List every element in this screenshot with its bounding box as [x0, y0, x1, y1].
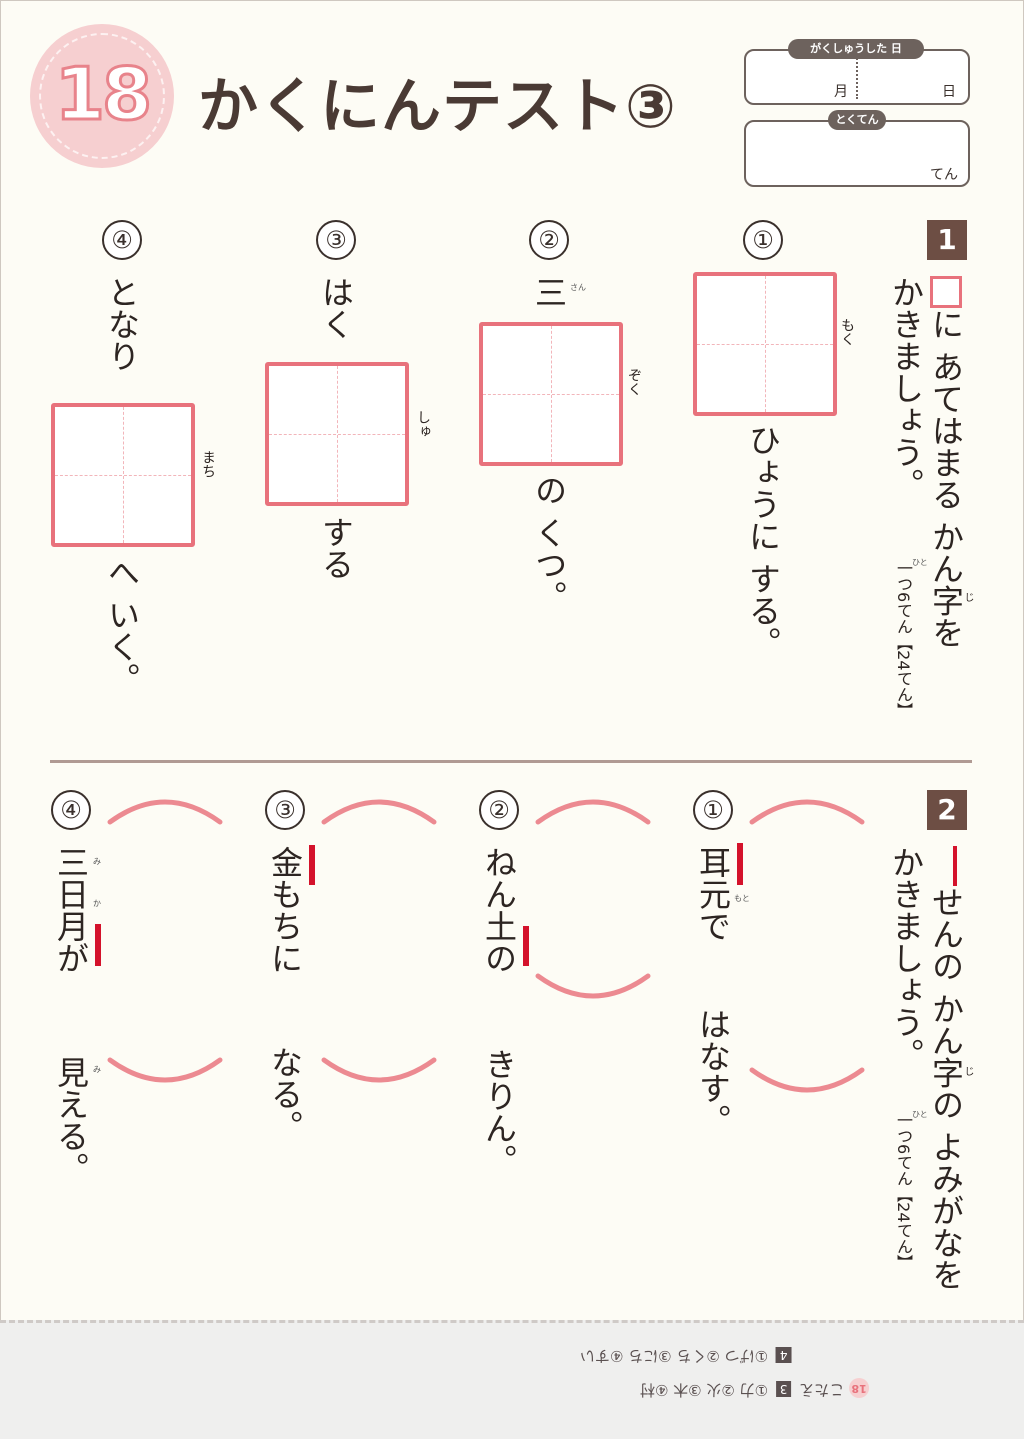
section-1-points: 一つ6てん【24てん】	[894, 560, 913, 719]
s2-q1-text-b: はなす。	[694, 1008, 732, 1136]
s1-q2-text-after: の くつ。	[530, 474, 568, 613]
s1-q1-answer-box[interactable]	[693, 272, 837, 416]
s2-q1-bracket-bottom	[749, 1067, 865, 1093]
footer-sec4-badge: 4	[775, 1347, 792, 1363]
footer-answers-row2: 4 ①げつ ②くち ③にち ④すい	[580, 1346, 795, 1367]
s2-q4-bracket-bottom	[107, 1057, 223, 1083]
answer-footer: 18 こたえ 3 ①力 ②火 ③木 ④村 4 ①げつ ②くち ③にち ④すい	[0, 1320, 1024, 1439]
s2-q3-bracket-top	[321, 799, 437, 825]
s2-q3-text-b: なる。	[266, 1046, 304, 1142]
s2-q2-bracket-bottom	[535, 973, 651, 999]
s2-q4-underline	[95, 924, 101, 966]
section-2-instruction-line2: かきましょう。	[887, 846, 925, 1070]
page-title: かくにんテスト③	[198, 72, 677, 142]
section-2-points-ruby: ひと	[912, 1110, 928, 1119]
s1-q2-before-ruby: さん	[570, 283, 586, 292]
section-2-instruction: せんの かん字の よみがなを	[927, 846, 965, 1290]
footer-sec3-answers: ①力 ②火 ③木 ④村	[640, 1381, 769, 1399]
date-divider	[856, 55, 858, 99]
s1-q1-ruby: もく	[839, 318, 855, 346]
s2-q4-label: ④	[51, 790, 91, 830]
lesson-number: 18	[53, 51, 153, 138]
s2-q2-text-b: きりん。	[480, 1048, 518, 1176]
s2-q2-underline	[523, 926, 529, 966]
badge-dash-ring	[39, 33, 165, 159]
s1-q4-ruby: まち	[200, 450, 216, 478]
s1-q3-ruby: しゅ	[415, 410, 431, 438]
s2-q4-text-a: 三日月が	[52, 846, 90, 974]
section-1-instruction-line2: かきましょう。	[887, 276, 925, 500]
s2-q3-bracket-bottom	[321, 1057, 437, 1083]
section-1-instruction-ruby: じ	[962, 592, 973, 602]
s2-q1-label: ①	[693, 790, 733, 830]
s1-q3-text-after: する	[317, 516, 355, 580]
study-date-box[interactable]: がくしゅうした 日 月 日	[744, 39, 970, 105]
footer-answers-row1: 18 こたえ 3 ①力 ②火 ③木 ④村	[640, 1378, 870, 1401]
s1-q4-text-before: となり	[103, 276, 141, 372]
footer-sec4-answers: ①げつ ②くち ③にち ④すい	[580, 1347, 769, 1365]
month-label: 月	[834, 84, 848, 100]
s2-q1-underline	[737, 843, 743, 885]
section-2-number: 2	[927, 790, 967, 830]
s2-q4-ruby-mi: み	[93, 857, 101, 866]
s1-q4-label: ④	[102, 220, 142, 260]
section-divider	[50, 760, 972, 763]
s2-q2-label: ②	[479, 790, 519, 830]
lesson-number-badge: 18	[30, 24, 174, 168]
s2-q1-text-a: 耳元で	[694, 846, 732, 942]
section-2-points: 一つ6てん【24てん】	[894, 1112, 913, 1271]
underline-symbol	[953, 846, 957, 886]
answer-box-symbol	[930, 276, 962, 308]
s2-q4-ruby-ka: か	[93, 899, 101, 908]
s2-q4-text-b: 見える。	[52, 1056, 90, 1184]
s2-q2-bracket-top	[535, 799, 651, 825]
s1-q2-text-before: 三	[530, 276, 568, 308]
s2-q4-ruby-b: み	[93, 1065, 101, 1074]
s1-q2-label: ②	[529, 220, 569, 260]
s2-q3-label: ③	[265, 790, 305, 830]
section-1-number: 1	[927, 220, 967, 260]
s1-q1-text-after: ひょうに する。	[744, 424, 782, 659]
s2-q4-bracket-top	[107, 799, 223, 825]
s2-q2-text-a: ねん土の	[480, 846, 518, 974]
footer-label: こたえ	[799, 1381, 845, 1399]
footer-badge: 18	[849, 1378, 870, 1398]
score-label: とくてん	[828, 110, 886, 130]
section-1-points-ruby: ひと	[912, 558, 928, 567]
s1-q4-text-after: へ いく。	[103, 556, 141, 695]
s1-q2-answer-box[interactable]	[479, 322, 623, 466]
s1-q1-label: ①	[743, 220, 783, 260]
s1-q2-ruby: ぞく	[626, 368, 642, 396]
footer-dashed-edge	[0, 1320, 1024, 1323]
footer-sec3-badge: 3	[775, 1381, 792, 1397]
s2-q3-underline	[309, 845, 315, 885]
s2-q3-text-a: 金もちに	[266, 846, 304, 974]
section-1-instruction: に あてはまる かん字を	[927, 276, 965, 648]
s1-q3-label: ③	[316, 220, 356, 260]
s2-q1-bracket-top	[749, 799, 865, 825]
section-2-instruction-ruby: じ	[962, 1066, 973, 1076]
s1-q4-answer-box[interactable]	[51, 403, 195, 547]
s1-q3-text-before: はく	[317, 276, 355, 340]
s1-q3-answer-box[interactable]	[265, 362, 409, 506]
score-unit: てん	[930, 167, 958, 183]
score-box[interactable]: とくてん てん	[744, 110, 970, 187]
study-date-label: がくしゅうした 日	[788, 39, 924, 59]
answer-brackets	[107, 799, 865, 1093]
day-label: 日	[942, 84, 956, 100]
s2-q1-ruby: もと	[734, 894, 750, 903]
